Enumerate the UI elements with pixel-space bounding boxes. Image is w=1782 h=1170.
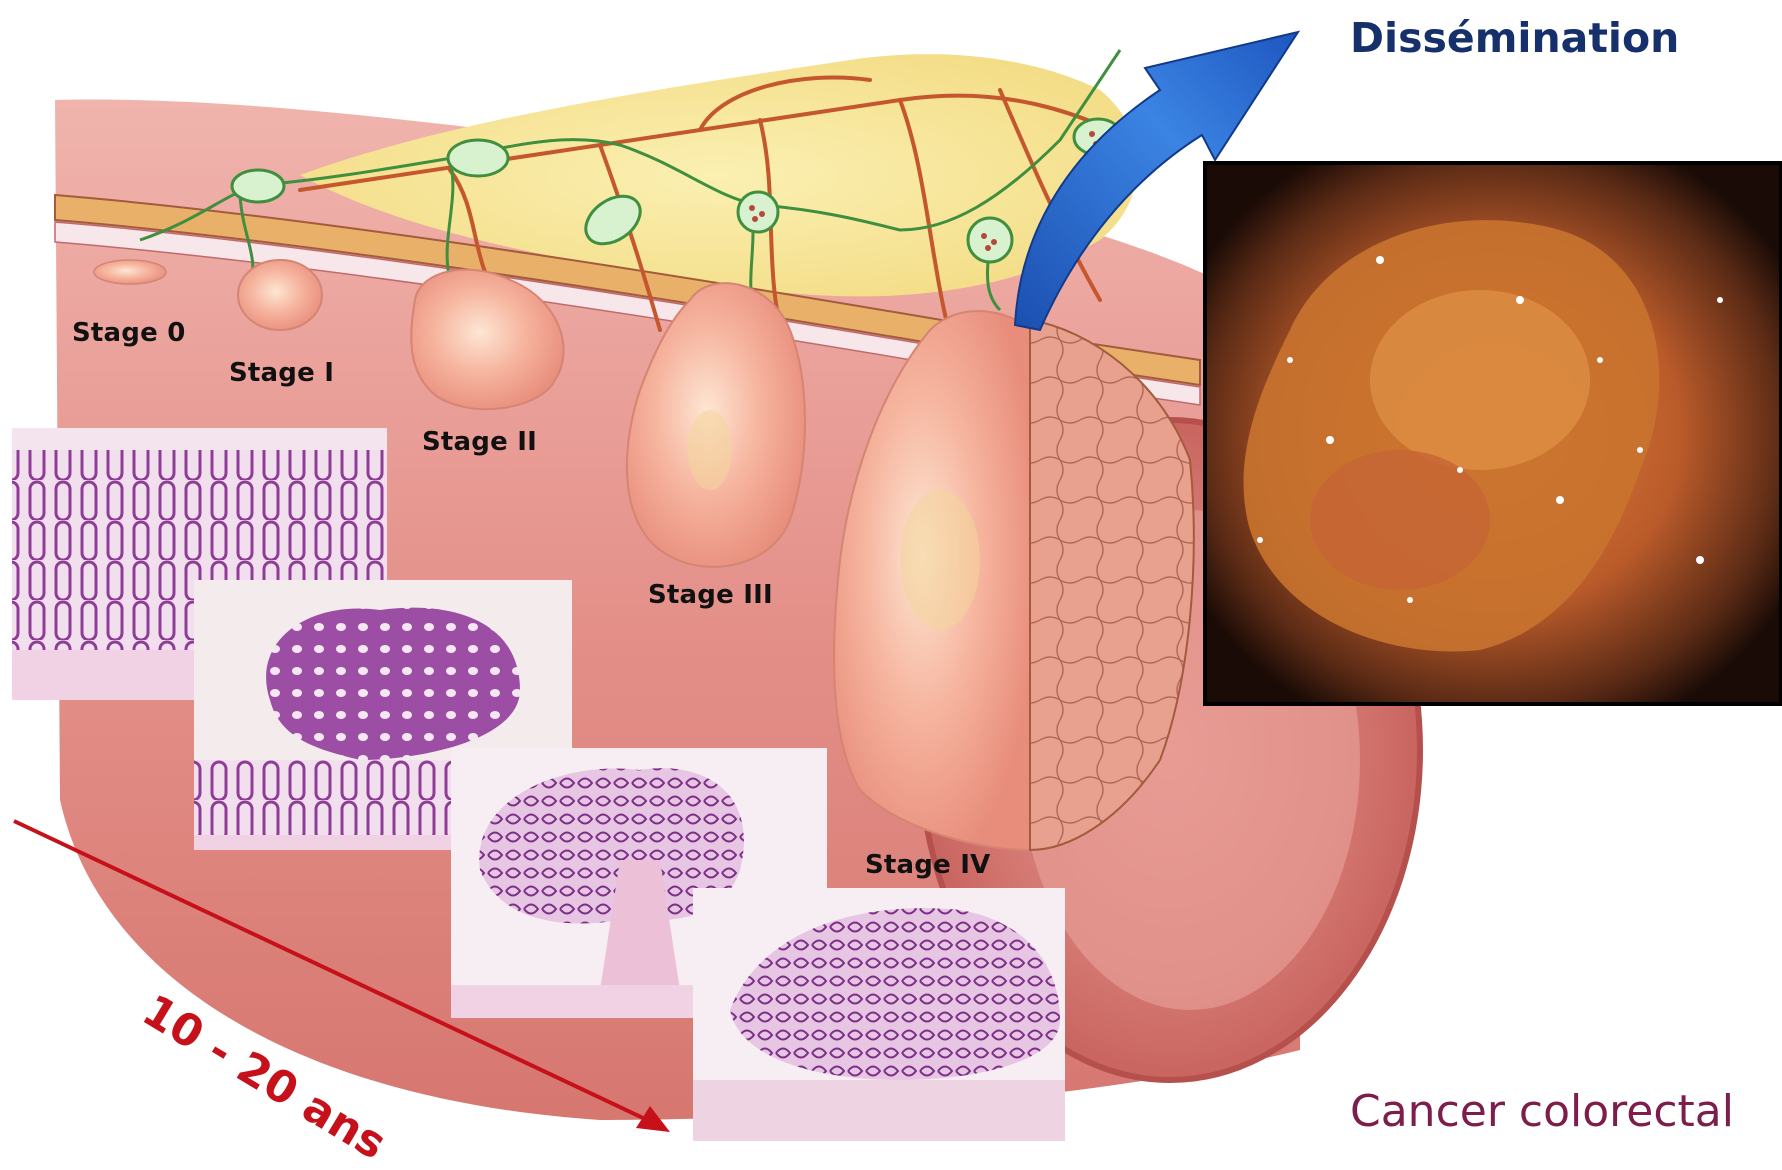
stage-1-label: Stage I — [229, 358, 334, 388]
lymph-node-invaded — [738, 192, 778, 232]
stage-3-label: Stage III — [648, 580, 773, 610]
histology-panel-carcinoma — [693, 888, 1065, 1141]
stage-4-label: Stage IV — [865, 850, 990, 880]
stage-0-label: Stage 0 — [72, 318, 186, 348]
dissemination-title: Dissémination — [1350, 14, 1679, 62]
lymph-node — [448, 140, 508, 176]
stage-2-label: Stage II — [422, 427, 537, 457]
cancer-colorectal-caption: Cancer colorectal — [1350, 1086, 1734, 1137]
tumor-stage-0 — [94, 260, 166, 284]
lymph-node — [232, 170, 284, 202]
tumor-stage-1 — [238, 260, 322, 330]
colorectal-cancer-illustration — [0, 0, 1782, 1141]
lymph-node-invaded — [968, 218, 1012, 262]
endoscopy-photo — [1203, 161, 1782, 706]
